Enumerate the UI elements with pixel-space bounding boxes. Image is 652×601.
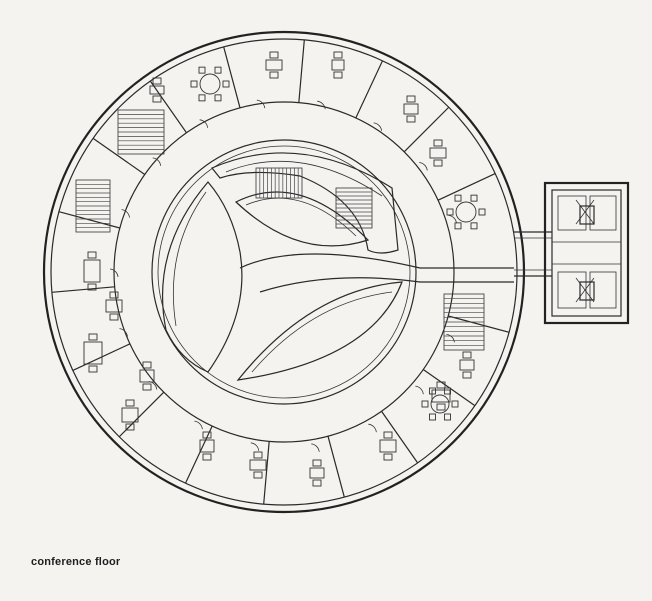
door-swing [152,157,162,166]
door-swing [194,420,203,430]
office-partition [437,172,496,201]
stairwell [335,187,373,229]
courtyard-ring-inner [157,145,411,399]
desk [379,431,397,461]
door-swing [446,333,455,343]
round-table [421,387,459,421]
stairwell [443,293,485,351]
office-partition [92,137,146,175]
desk [83,333,103,373]
desk [331,51,345,79]
office-partition [72,343,131,372]
connecting-bridge [514,231,552,277]
door-swing [119,328,128,337]
door-swing [148,381,158,390]
office-partition [403,106,450,153]
desk [105,291,123,321]
office-partition [184,425,213,484]
doors [109,99,457,452]
door-swing [109,268,119,278]
office-partition [149,80,187,134]
desk [199,431,215,461]
desk [121,399,139,431]
office-partition [223,46,241,108]
door-swing [311,443,320,452]
office-ring-inner-wall [113,101,455,443]
door-swing [448,214,457,224]
door-swing [121,209,130,218]
office-partition [327,436,345,498]
office-furniture [83,51,486,487]
desk [429,139,447,167]
plan-caption: conference floor [31,556,121,568]
desk [249,451,267,479]
office-partition [51,286,115,293]
desk [431,381,451,411]
office-partition [58,211,120,229]
door-swing [317,100,326,110]
desk [309,459,325,487]
office-partition [381,410,419,464]
outer-wall-inner-ring [50,38,518,506]
stairwell [255,167,303,199]
office-partitions [51,39,510,505]
desk [265,51,283,79]
door-swing [368,423,377,433]
outer-wall-ring [42,30,526,514]
floor-plan [42,30,630,514]
desk [149,77,165,103]
door-swing [373,122,383,131]
desk [83,251,101,291]
door-swing [250,442,260,451]
floor-plan-drawing [42,30,630,514]
desk [139,361,155,391]
office-partition [118,391,165,438]
round-table [446,194,486,230]
central-core [161,152,514,381]
stairwell [75,179,111,233]
round-table [190,66,230,102]
annex-tower [543,181,630,325]
door-swing [419,162,428,171]
office-partition [448,315,510,333]
stairwell [117,109,165,155]
door-swing [256,99,266,109]
desk [403,95,419,123]
office-partition [355,60,384,119]
courtyard-ring [151,139,417,405]
door-swing [199,119,209,128]
office-partition [263,441,270,505]
office-partition [298,39,305,103]
desk [459,351,475,379]
door-swing [415,385,424,395]
stairwells [75,109,485,351]
